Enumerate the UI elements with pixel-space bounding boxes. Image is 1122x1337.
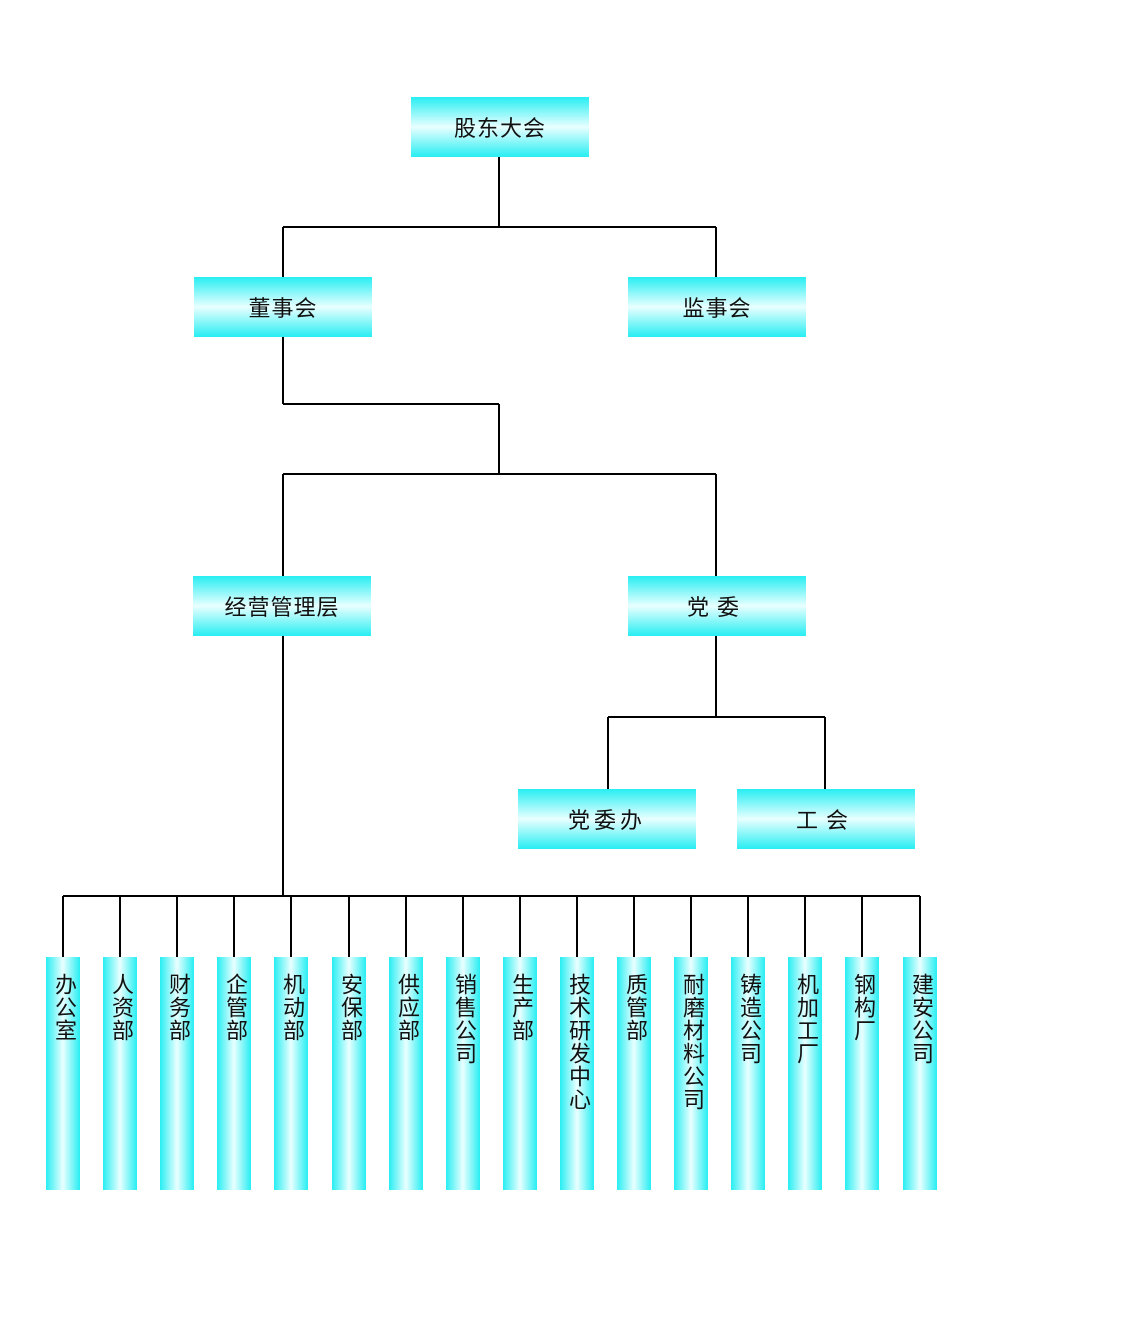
node-party-office: 党委办 (518, 789, 696, 849)
department-label: 供应部 (394, 973, 419, 1042)
department-label: 机加工厂 (793, 973, 818, 1065)
node-party-committee: 党委 (628, 576, 806, 636)
department-label: 财务部 (165, 973, 190, 1042)
department-box: 机加工厂 (788, 957, 822, 1190)
department-box: 安保部 (332, 957, 366, 1190)
department-box: 铸造公司 (731, 957, 765, 1190)
department-box: 销售公司 (446, 957, 480, 1190)
department-connectors (62, 896, 921, 957)
department-box: 生产部 (503, 957, 537, 1190)
department-box: 钢构厂 (845, 957, 879, 1190)
department-box: 建安公司 (903, 957, 937, 1190)
node-board-of-directors: 董事会 (194, 277, 372, 337)
department-label: 企管部 (222, 973, 247, 1042)
department-label: 技术研发中心 (565, 973, 590, 1111)
department-label: 机动部 (279, 973, 304, 1042)
department-box: 机动部 (274, 957, 308, 1190)
department-box: 质管部 (617, 957, 651, 1190)
department-label: 建安公司 (908, 973, 933, 1065)
department-label: 耐磨材料公司 (679, 973, 704, 1111)
department-label: 铸造公司 (736, 973, 761, 1065)
department-label: 安保部 (337, 973, 362, 1042)
department-box: 财务部 (160, 957, 194, 1190)
department-box: 人资部 (103, 957, 137, 1190)
node-shareholders-meeting: 股东大会 (411, 97, 589, 157)
department-box: 技术研发中心 (560, 957, 594, 1190)
department-label: 生产部 (508, 973, 533, 1042)
node-management: 经营管理层 (193, 576, 371, 636)
node-trade-union: 工会 (737, 789, 915, 849)
department-label: 钢构厂 (850, 973, 875, 1042)
department-box: 企管部 (217, 957, 251, 1190)
department-label: 人资部 (108, 973, 133, 1042)
department-label: 销售公司 (451, 973, 476, 1065)
department-box: 办公室 (46, 957, 80, 1190)
department-label: 质管部 (622, 973, 647, 1042)
department-box: 耐磨材料公司 (674, 957, 708, 1190)
department-label: 办公室 (51, 973, 76, 1042)
department-box: 供应部 (389, 957, 423, 1190)
node-board-of-supervisors: 监事会 (628, 277, 806, 337)
